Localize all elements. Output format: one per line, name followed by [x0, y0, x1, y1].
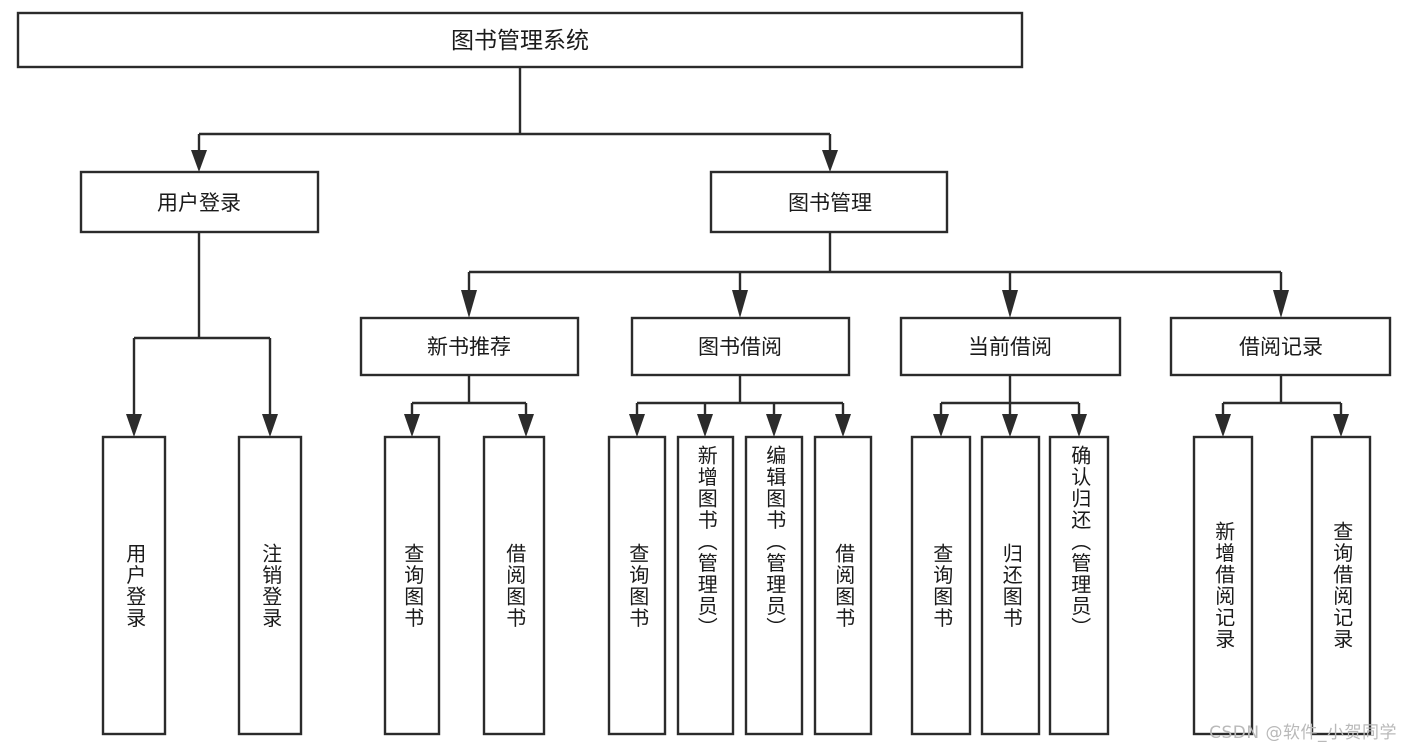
arrow-head-bookborrow-leaf-3 [766, 414, 782, 437]
node-box-borrow-record[interactable] [1169, 316, 1392, 377]
node-label-book-manage: 图书管理 [788, 191, 872, 215]
node-box-leaf-current-borrow-1[interactable] [980, 435, 1041, 736]
arrow-head-bookborrow-leaf-4 [835, 414, 851, 437]
node-box-leaf-new-book-0[interactable] [383, 435, 441, 736]
arrow-head-user-login [191, 150, 207, 172]
arrow-head-borrowrecord-leaf-2 [1333, 414, 1349, 437]
csdn-watermark: CSDN @软件_小贺同学 [1209, 723, 1397, 743]
node-label-user-login: 用户登录 [157, 191, 241, 215]
node-box-leaf-borrow-record-1[interactable] [1310, 435, 1372, 736]
node-box-root[interactable] [16, 11, 1024, 69]
node-label-new-book-recommend: 新书推荐 [427, 335, 511, 359]
arrow-head-current-borrow [1002, 290, 1018, 318]
node-box-leaf-borrow-record-0[interactable] [1192, 435, 1254, 736]
node-box-leaf-user-login-1[interactable] [237, 435, 303, 736]
arrow-head-new-book [461, 290, 477, 318]
node-box-user-login[interactable] [79, 170, 320, 234]
arrow-head-book-manage [822, 150, 838, 172]
node-box-book-borrow[interactable] [630, 316, 851, 377]
arrow-head-currentborrow-leaf-3 [1071, 414, 1087, 437]
node-box-leaf-new-book-1[interactable] [482, 435, 546, 736]
arrow-head-borrowrecord-leaf-1 [1215, 414, 1231, 437]
arrow-head-bookborrow-leaf-2 [697, 414, 713, 437]
node-label-root: 图书管理系统 [451, 28, 589, 54]
arrow-head-currentborrow-leaf-1 [933, 414, 949, 437]
node-box-book-manage[interactable] [709, 170, 949, 234]
node-box-current-borrow[interactable] [899, 316, 1122, 377]
arrow-head-newbook-leaf-1 [404, 414, 420, 437]
arrow-head-borrow-record [1273, 290, 1289, 318]
label-layer: 图书管理系统 用户登录 图书管理 新书推荐 图书借阅 当前借阅 借阅记录 [157, 28, 1323, 359]
connector-layer [126, 67, 1349, 437]
arrow-head-leaf-logout [262, 414, 278, 437]
node-box-leaf-current-borrow-2[interactable] [1048, 435, 1110, 736]
node-label-borrow-record: 借阅记录 [1239, 335, 1323, 359]
node-box-leaf-book-borrow-0[interactable] [607, 435, 667, 736]
node-box-leaf-book-borrow-3[interactable] [813, 435, 873, 736]
node-label-current-borrow: 当前借阅 [968, 335, 1052, 359]
node-box-leaf-current-borrow-0[interactable] [910, 435, 972, 736]
node-box-new-book-recommend[interactable] [359, 316, 580, 377]
arrow-head-leaf-user-login [126, 414, 142, 437]
arrow-head-bookborrow-leaf-1 [629, 414, 645, 437]
arrow-head-newbook-leaf-2 [518, 414, 534, 437]
node-label-book-borrow: 图书借阅 [698, 335, 782, 359]
node-box-leaf-book-borrow-1[interactable] [676, 435, 735, 736]
node-layer [16, 11, 1392, 736]
arrow-head-book-borrow [732, 290, 748, 318]
arrow-head-currentborrow-leaf-2 [1002, 414, 1018, 437]
node-box-leaf-user-login-0[interactable] [101, 435, 167, 736]
node-box-leaf-book-borrow-2[interactable] [744, 435, 804, 736]
